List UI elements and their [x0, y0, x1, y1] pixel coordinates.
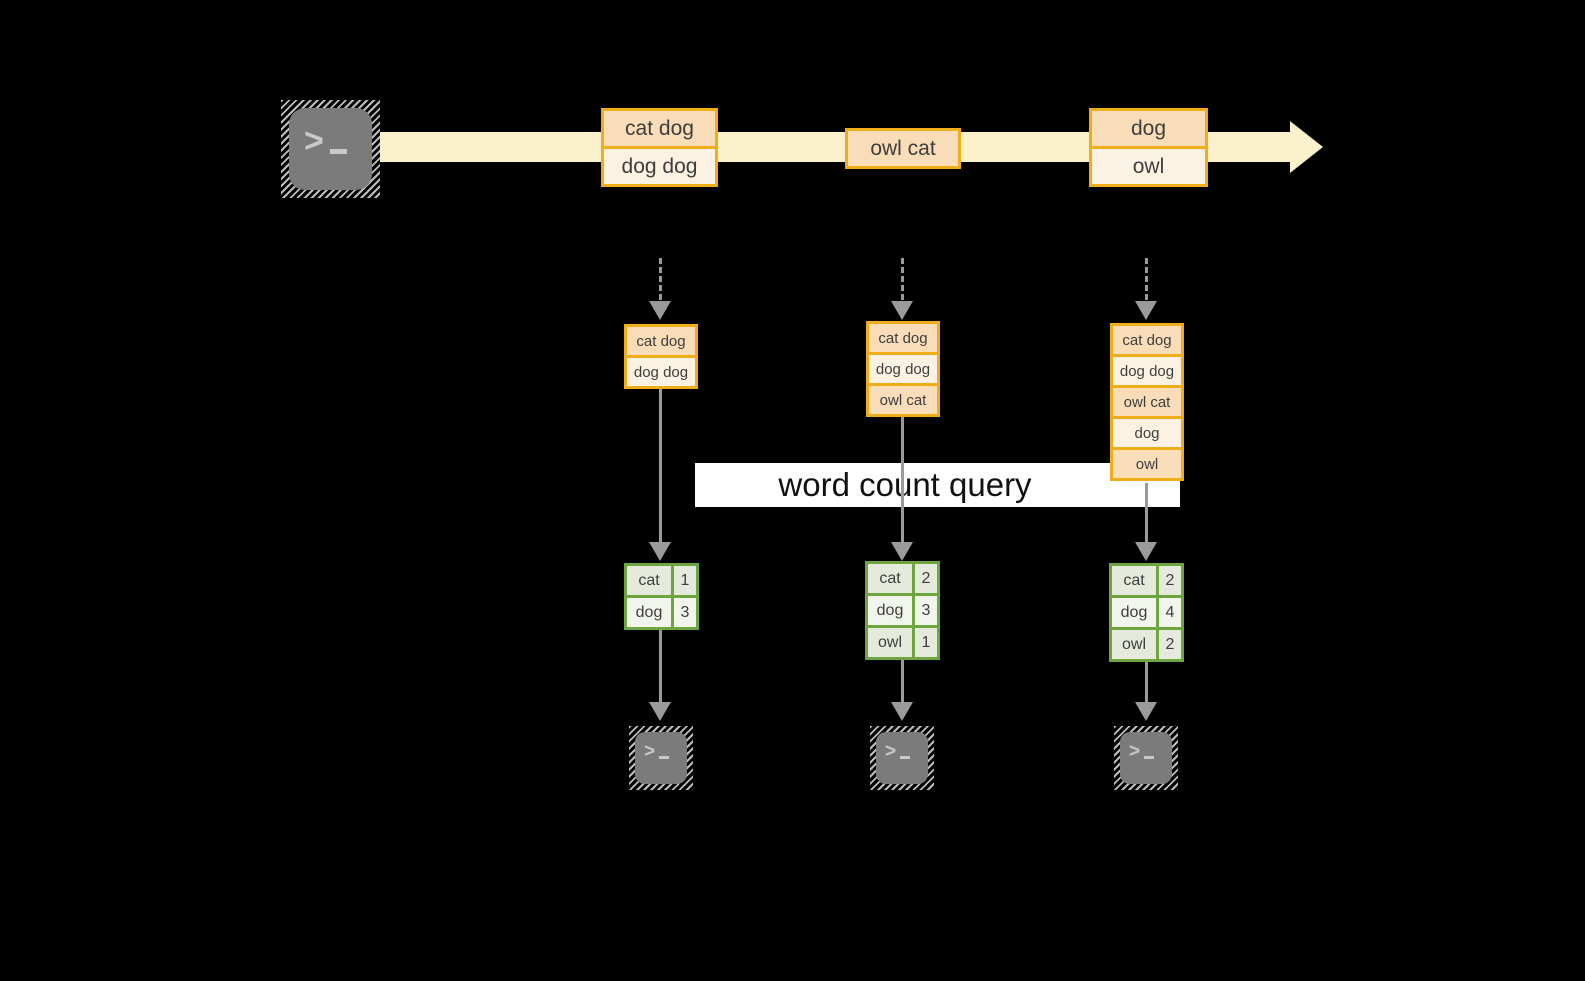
- table-word-cell: cat: [1112, 566, 1156, 595]
- stream-message-line: owl: [1092, 149, 1205, 184]
- stack-cell: dog dog: [869, 355, 937, 383]
- prompt-cursor-icon: [900, 756, 911, 759]
- terminal-prompt-icon: >: [1129, 741, 1155, 762]
- terminal-output-icon: >: [1114, 726, 1178, 790]
- terminal-output-icon: >: [629, 726, 693, 790]
- arrowhead-icon: [649, 301, 671, 320]
- table-word-cell: dog: [1112, 598, 1156, 627]
- arrowhead-icon: [1135, 301, 1157, 320]
- terminal-screen: >: [1120, 732, 1172, 784]
- table-count-cell: 2: [1159, 566, 1181, 595]
- prompt-chevron-icon: >: [1129, 741, 1141, 762]
- terminal-prompt-icon: >: [304, 124, 347, 158]
- stack-cell: dog: [1113, 419, 1181, 447]
- arrowhead-icon: [1135, 542, 1157, 561]
- table-word-cell: cat: [868, 564, 912, 593]
- arrowhead-icon: [649, 702, 671, 721]
- terminal-screen: >: [635, 732, 687, 784]
- buffer-stack: cat dog dog dog: [624, 324, 698, 389]
- terminal-screen: >: [876, 732, 928, 784]
- table-count-cell: 3: [674, 598, 696, 627]
- arrowhead-icon: [649, 542, 671, 561]
- terminal-screen: >: [289, 108, 372, 190]
- stream-arrowhead-icon: [1290, 121, 1323, 173]
- flow-line: [901, 660, 904, 702]
- stream-message-line: dog: [1092, 111, 1205, 146]
- table-count-cell: 2: [915, 564, 937, 593]
- terminal-source-icon: >: [281, 100, 380, 198]
- stream-message-line: cat dog: [604, 111, 715, 146]
- stack-cell: cat dog: [869, 324, 937, 352]
- prompt-chevron-icon: >: [304, 122, 324, 160]
- query-banner-label: word count query: [778, 466, 1032, 503]
- prompt-cursor-icon: [329, 149, 347, 154]
- table-word-cell: owl: [1112, 630, 1156, 659]
- buffer-stack: cat dog dog dog owl cat dog owl: [1110, 323, 1184, 481]
- stack-cell: dog dog: [627, 358, 695, 386]
- arrowhead-icon: [891, 301, 913, 320]
- terminal-output-icon: >: [870, 726, 934, 790]
- stream-message-line: dog dog: [604, 149, 715, 184]
- table-count-cell: 1: [915, 628, 937, 657]
- table-word-cell: dog: [627, 598, 671, 627]
- stack-cell: cat dog: [1113, 326, 1181, 354]
- arrowhead-icon: [1135, 702, 1157, 721]
- table-count-cell: 3: [915, 596, 937, 625]
- arrowhead-icon: [891, 702, 913, 721]
- query-banner: word count query: [695, 463, 1180, 507]
- prompt-chevron-icon: >: [644, 741, 656, 762]
- table-count-cell: 2: [1159, 630, 1181, 659]
- table-count-cell: 1: [674, 566, 696, 595]
- table-word-cell: owl: [868, 628, 912, 657]
- terminal-prompt-icon: >: [644, 741, 670, 762]
- flow-line: [659, 389, 662, 542]
- dashed-arrow-icon: [1145, 258, 1148, 300]
- prompt-cursor-icon: [659, 756, 670, 759]
- stack-cell: owl cat: [869, 386, 937, 414]
- stream-message-line: owl cat: [848, 131, 958, 166]
- stack-cell: dog dog: [1113, 357, 1181, 385]
- table-word-cell: cat: [627, 566, 671, 595]
- stack-cell: cat dog: [627, 327, 695, 355]
- terminal-prompt-icon: >: [885, 741, 911, 762]
- table-word-cell: dog: [868, 596, 912, 625]
- stream-message-box: owl cat: [845, 128, 961, 169]
- flow-line: [659, 630, 662, 702]
- stack-cell: owl cat: [1113, 388, 1181, 416]
- stack-cell: owl: [1113, 450, 1181, 478]
- flow-line: [1145, 483, 1148, 542]
- buffer-stack: cat dog dog dog owl cat: [866, 321, 940, 417]
- arrowhead-icon: [891, 542, 913, 561]
- dashed-arrow-icon: [659, 258, 662, 300]
- dashed-arrow-icon: [901, 258, 904, 300]
- prompt-chevron-icon: >: [885, 741, 897, 762]
- table-count-cell: 4: [1159, 598, 1181, 627]
- flow-line: [901, 417, 904, 542]
- prompt-cursor-icon: [1144, 756, 1155, 759]
- flow-line: [1145, 662, 1148, 702]
